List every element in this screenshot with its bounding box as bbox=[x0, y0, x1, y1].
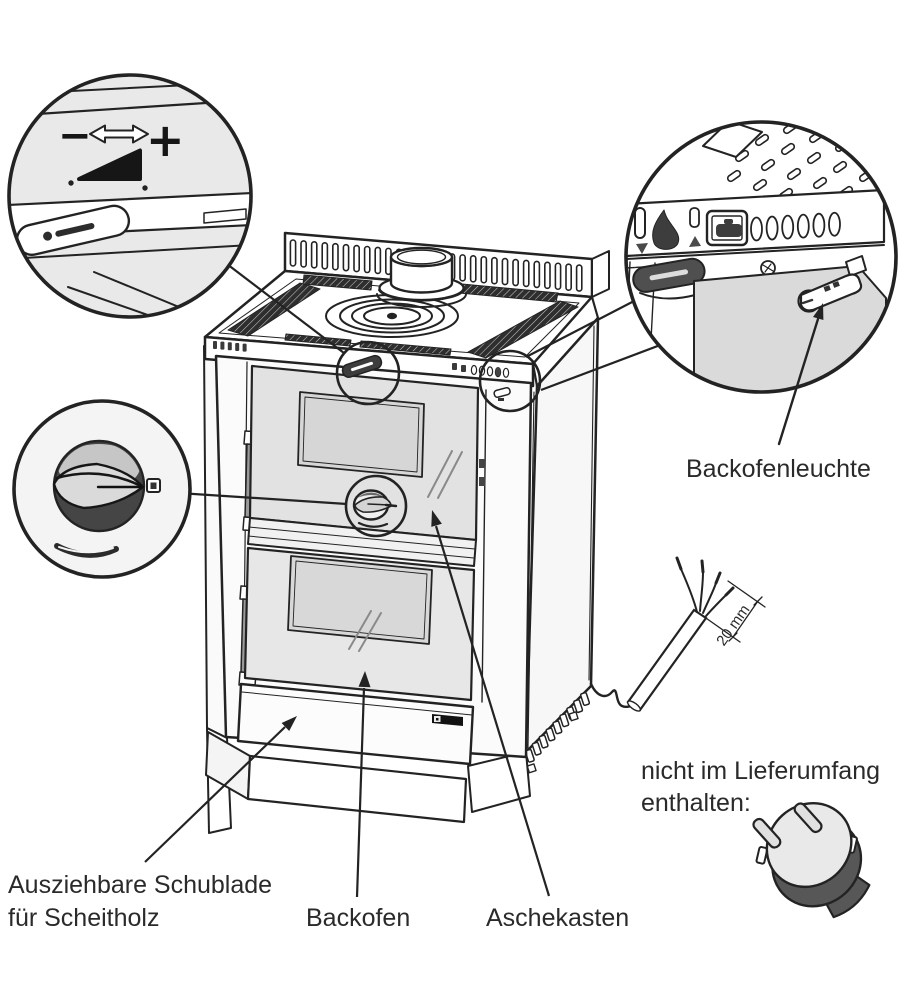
lower-door bbox=[243, 546, 476, 702]
label-oven: Backofen bbox=[306, 904, 410, 932]
label-drawer-1: Ausziehbare Schublade bbox=[8, 871, 272, 899]
air-slider-lever-icon bbox=[15, 204, 131, 256]
corner-lever-icon bbox=[493, 386, 511, 401]
cable-dimension bbox=[702, 580, 766, 643]
door-latch bbox=[479, 477, 485, 486]
power-plug-icon bbox=[752, 802, 871, 919]
air-control-callout: − + bbox=[7, 73, 253, 319]
oven-light-arrow bbox=[777, 303, 824, 446]
stove-front bbox=[205, 354, 533, 824]
rear-air-lever bbox=[632, 257, 706, 293]
plinth-front bbox=[246, 754, 468, 824]
label-not-included-2: enthalten: bbox=[641, 789, 751, 817]
panel-slot bbox=[634, 207, 646, 239]
oven-light-switch bbox=[797, 273, 863, 313]
flame-icon bbox=[652, 209, 680, 250]
wood-drawer-front bbox=[236, 682, 475, 766]
knob-detail-callout bbox=[12, 399, 192, 579]
mid-rail bbox=[247, 517, 477, 567]
plug-earth-clip bbox=[755, 846, 769, 865]
air-lever-icon bbox=[341, 354, 383, 379]
side-vent-hole bbox=[568, 711, 579, 722]
cooktop bbox=[203, 246, 594, 366]
rail-lever-highlight-circle bbox=[335, 340, 401, 406]
plug-pin bbox=[752, 817, 782, 849]
upper-door-glass bbox=[297, 391, 425, 478]
cooktop-texture-strip bbox=[302, 274, 373, 291]
power-cable: 20 mm bbox=[589, 556, 766, 712]
panel-slot bbox=[689, 207, 700, 228]
knob-highlight-circle bbox=[344, 474, 408, 538]
label-not-included-1: nicht im Lieferumfang bbox=[641, 757, 880, 785]
rail-glyph bbox=[461, 365, 466, 372]
corner-highlight-circle bbox=[478, 349, 542, 413]
cooktop-texture-strip bbox=[284, 333, 352, 347]
door-latch bbox=[479, 459, 485, 468]
label-oven-light: Backofenleuchte bbox=[686, 455, 871, 483]
plug-pin bbox=[793, 802, 823, 834]
rail-oval-dark bbox=[495, 367, 501, 377]
oven-door-knob bbox=[352, 489, 398, 528]
plug-face bbox=[765, 802, 853, 889]
upper-door bbox=[248, 364, 480, 542]
right-side-panel bbox=[524, 316, 600, 774]
plus-symbol: + bbox=[146, 113, 185, 167]
stove-illustration bbox=[203, 231, 610, 834]
label-drawer-2: für Scheitholz bbox=[8, 904, 159, 932]
triangle-up-icon bbox=[689, 236, 701, 247]
air-wedge-icon bbox=[77, 148, 142, 181]
lower-door-glass bbox=[287, 555, 433, 645]
rail-glyph bbox=[452, 363, 457, 370]
label-leader-arrows bbox=[144, 510, 551, 898]
bracket-tab bbox=[845, 255, 867, 277]
label-ash-box: Aschekasten bbox=[486, 904, 629, 932]
double-arrow-icon bbox=[89, 124, 149, 144]
triangle-down-icon bbox=[636, 243, 648, 254]
labels: Backofenleuchte nicht im Lieferumfang en… bbox=[8, 455, 880, 932]
chimney-collar bbox=[376, 246, 467, 308]
cooktop-texture-strip bbox=[227, 282, 321, 337]
rear-panel-callout bbox=[624, 120, 898, 446]
cable-dimension-label: 20 mm bbox=[713, 602, 753, 649]
minus-symbol: − bbox=[58, 113, 92, 159]
cooktop-texture-strip bbox=[467, 300, 579, 359]
panel-bezel bbox=[705, 209, 749, 247]
